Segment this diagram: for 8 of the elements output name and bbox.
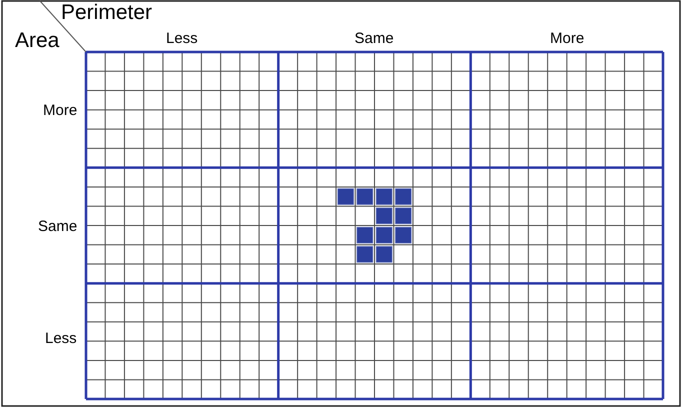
- axis-header: Perimeter: [61, 1, 152, 24]
- row-header: More: [43, 102, 78, 119]
- column-header: More: [550, 31, 584, 48]
- row-header: Less: [45, 330, 77, 347]
- column-header: Less: [166, 31, 198, 48]
- axis-header: Area: [15, 29, 60, 52]
- row-header: Same: [38, 218, 78, 235]
- column-header: Same: [354, 31, 394, 48]
